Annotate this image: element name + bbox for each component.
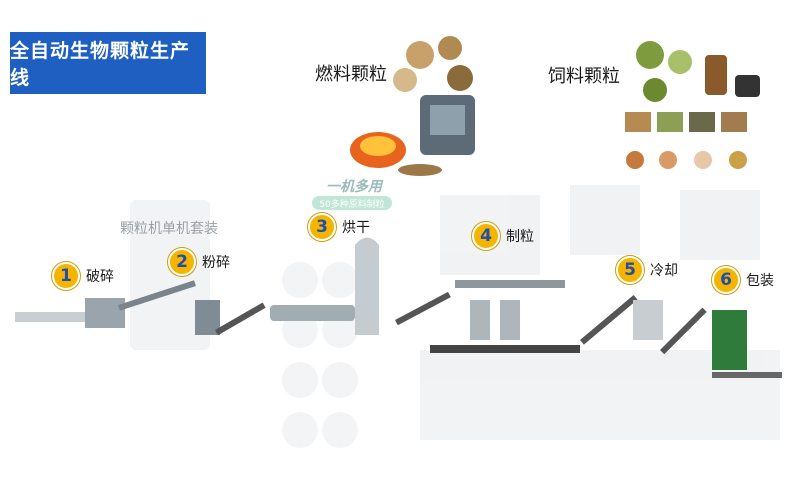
page-title: 全自动生物颗粒生产线 bbox=[10, 32, 206, 94]
step-grinding: 2 粉碎 bbox=[168, 248, 230, 276]
fuel-pellet-image bbox=[350, 36, 475, 176]
step-number-badge: 6 bbox=[712, 266, 740, 294]
step-number-badge: 5 bbox=[616, 256, 644, 284]
fuel-pellet-label: 燃料颗粒 bbox=[315, 64, 387, 85]
step-label: 破碎 bbox=[86, 269, 114, 285]
feed-pellet-label: 饲料颗粒 bbox=[548, 66, 620, 87]
step-pelletizing: 4 制粒 bbox=[472, 222, 534, 250]
step-packing: 6 包装 bbox=[712, 266, 774, 294]
step-number-badge: 4 bbox=[472, 222, 500, 250]
step-label: 制粒 bbox=[506, 229, 534, 245]
promo-tag: 一机多用 bbox=[326, 179, 382, 195]
pellet-machine-kit-label: 颗粒机单机套装 bbox=[120, 221, 218, 237]
feed-pellet-image bbox=[625, 41, 760, 169]
step-number-badge: 3 bbox=[308, 213, 336, 241]
step-label: 包装 bbox=[746, 273, 774, 289]
step-label: 冷却 bbox=[650, 263, 678, 279]
promo-subtag: 50多种原料制粒 bbox=[312, 196, 392, 210]
step-crushing: 1 破碎 bbox=[52, 262, 114, 290]
step-label: 烘干 bbox=[342, 220, 370, 236]
step-cooling: 5 冷却 bbox=[616, 256, 678, 284]
machine-line bbox=[15, 237, 782, 378]
step-number-badge: 1 bbox=[52, 262, 80, 290]
step-label: 粉碎 bbox=[202, 255, 230, 271]
step-drying: 3 烘干 bbox=[308, 213, 370, 241]
step-number-badge: 2 bbox=[168, 248, 196, 276]
